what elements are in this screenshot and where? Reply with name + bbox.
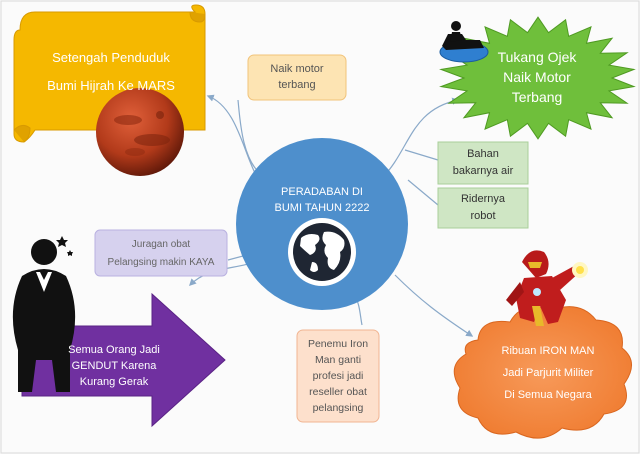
center-title: PERADABAN DI BUMI TAHUN 2222 bbox=[274, 186, 370, 214]
diet-seller-box bbox=[94, 229, 228, 277]
globe-icon bbox=[288, 218, 356, 286]
connector-flying-bike bbox=[237, 99, 263, 176]
mars-label: Setengah Penduduk Bumi Hijrah Ke MARS bbox=[47, 50, 175, 93]
diet-seller-label: Juragan obat Pelangsing makin KAYA bbox=[107, 239, 215, 268]
connectors bbox=[188, 94, 474, 337]
fuel-box bbox=[437, 141, 529, 185]
planet-mars-icon bbox=[96, 88, 184, 176]
connector-ironman-army bbox=[394, 274, 474, 337]
ojek-label: Tukang Ojek Naik Motor Terbang bbox=[497, 49, 577, 105]
iron-man-icon bbox=[506, 250, 588, 326]
connector-rider bbox=[407, 179, 439, 206]
connector-fuel bbox=[404, 149, 439, 161]
ironman-army-label: Ribuan IRON MAN Jadi Parjurit Militer Di… bbox=[501, 345, 595, 401]
rider-label: Ridernya robot bbox=[460, 193, 506, 222]
fat-man-icon bbox=[12, 236, 76, 392]
rider-box bbox=[437, 187, 529, 229]
ironman-inventor-label: Penemu Iron Man ganti profesi jadi resel… bbox=[307, 338, 369, 414]
connector-ojek bbox=[381, 97, 460, 179]
ironman-inventor-box bbox=[296, 329, 380, 423]
flying-motorbike-icon bbox=[439, 21, 489, 63]
obesity-label: Semua Orang Jadi GENDUT Karena Kurang Ge… bbox=[68, 344, 160, 388]
fuel-label: Bahan bakarnya air bbox=[452, 148, 514, 177]
flying-bike-label: Naik motor terbang bbox=[270, 63, 324, 91]
flying-bike-box bbox=[247, 54, 347, 101]
